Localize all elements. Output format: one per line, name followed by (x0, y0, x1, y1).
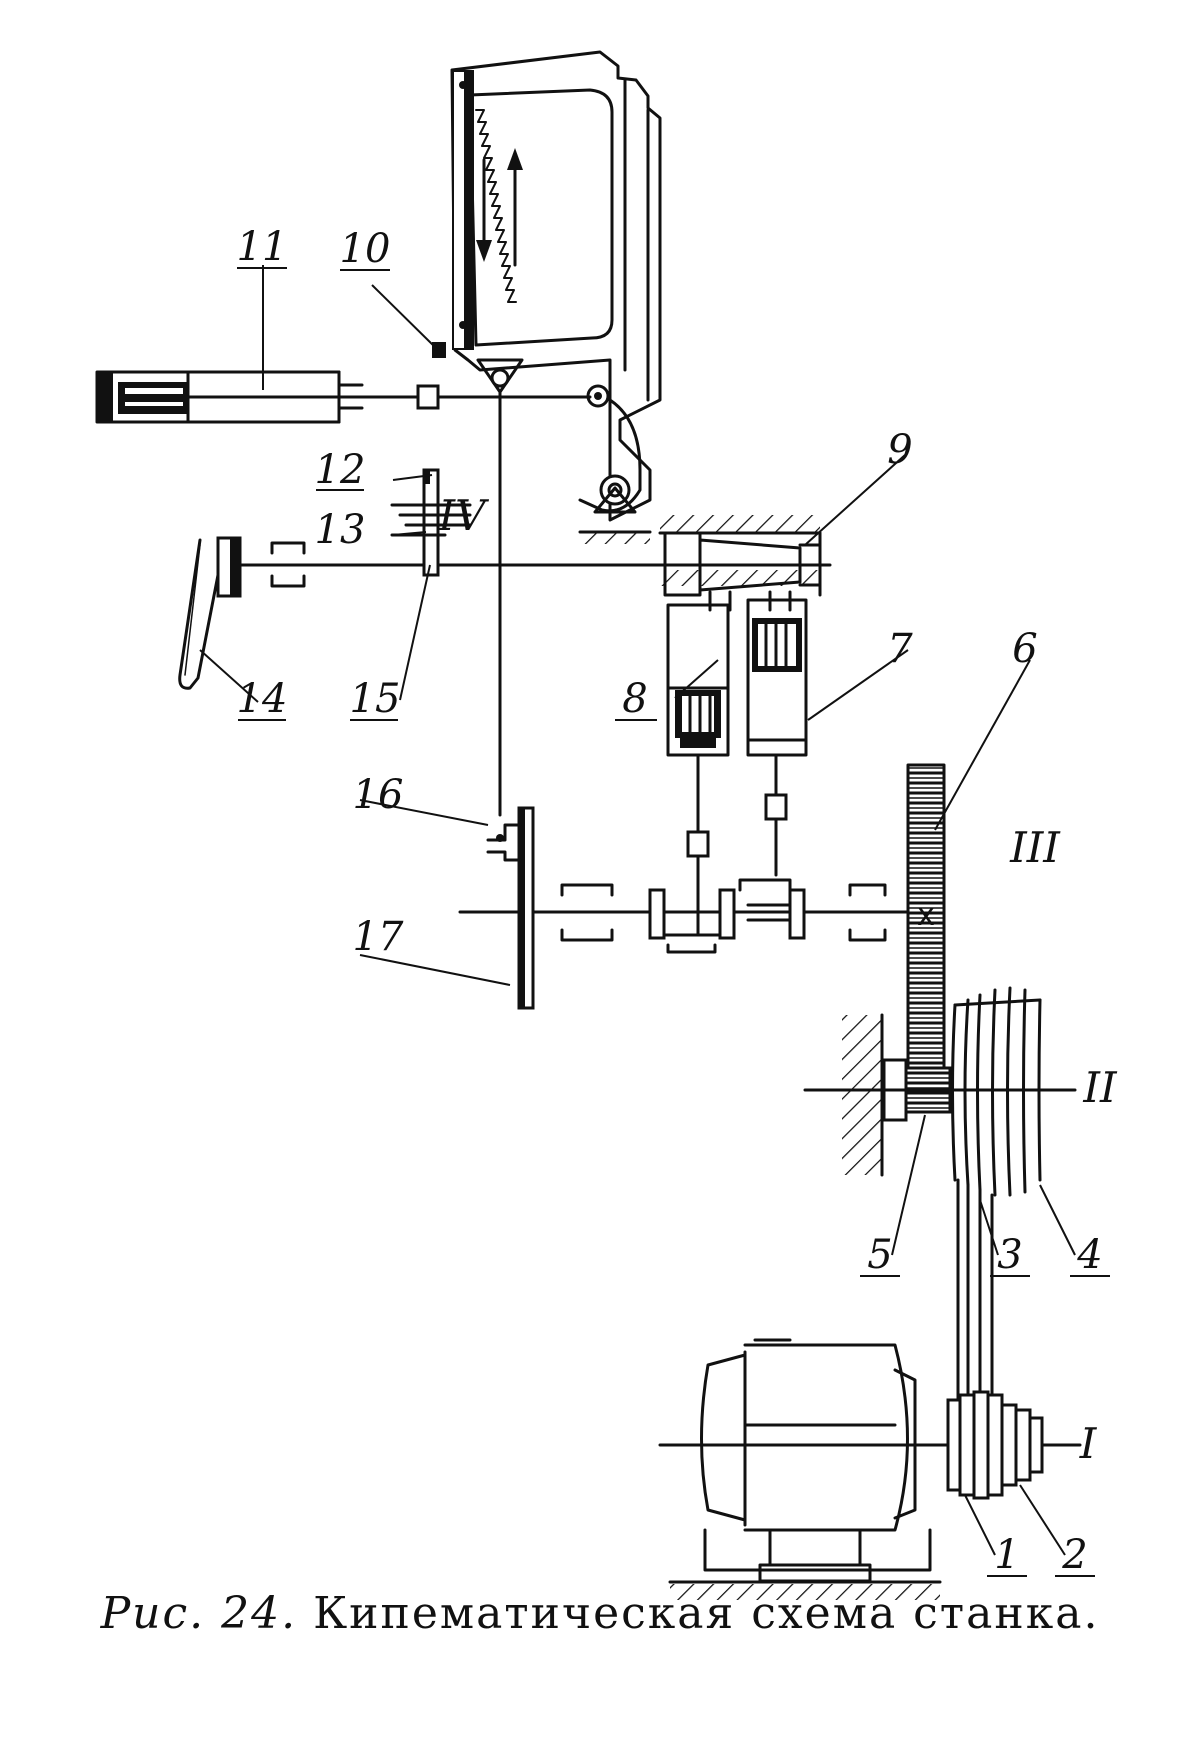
label-12: 12 (315, 447, 366, 493)
gear-cross-mark: x (917, 898, 935, 933)
housing-9 (658, 515, 822, 612)
hydraulic-cylinder-11 (95, 370, 592, 424)
label-13: 13 (315, 507, 366, 553)
electric-motor (658, 1338, 1082, 1600)
label-15: 15 (350, 676, 401, 722)
stepped-pulley-4 (951, 986, 1042, 1197)
label-11: 11 (237, 224, 288, 270)
upper-shaft (178, 468, 832, 690)
label-2: 2 (1061, 1532, 1087, 1578)
shaft-label-ii: II (1082, 1063, 1118, 1112)
cylinder-7 (746, 598, 808, 877)
figure-title: Кипематическая схема станка. (313, 1588, 1100, 1639)
label-17: 17 (353, 914, 404, 960)
label-14: 14 (237, 676, 288, 722)
cylinder-8 (666, 603, 730, 897)
label-1: 1 (994, 1532, 1019, 1578)
leader-lines (199, 265, 1076, 1556)
label-5: 5 (867, 1232, 892, 1278)
label-6: 6 (1012, 626, 1037, 672)
shaft-label-iii: III (1009, 823, 1061, 872)
label-8: 8 (622, 676, 647, 722)
gear-6: x (906, 763, 946, 1077)
shaft-label-iv: IV (438, 491, 490, 540)
motor-pulleys (946, 1390, 1044, 1500)
label-9: 9 (887, 427, 912, 473)
label-10: 10 (340, 226, 391, 272)
stop-10 (432, 342, 446, 358)
middle-shaft (458, 806, 932, 1010)
figure-caption: Рис. 24. Кипематическая схема станка. (0, 1588, 1200, 1639)
shaft-label-i: I (1079, 1419, 1098, 1468)
label-4: 4 (1076, 1232, 1102, 1278)
table-slide (450, 50, 662, 522)
motion-arrows (476, 148, 523, 267)
figure-number: Рис. 24. (100, 1588, 298, 1639)
label-16: 16 (353, 772, 404, 818)
pivot-block (476, 358, 652, 544)
label-7: 7 (887, 626, 913, 672)
wall-shaft-2 (803, 1013, 1077, 1177)
label-3: 3 (997, 1232, 1022, 1278)
